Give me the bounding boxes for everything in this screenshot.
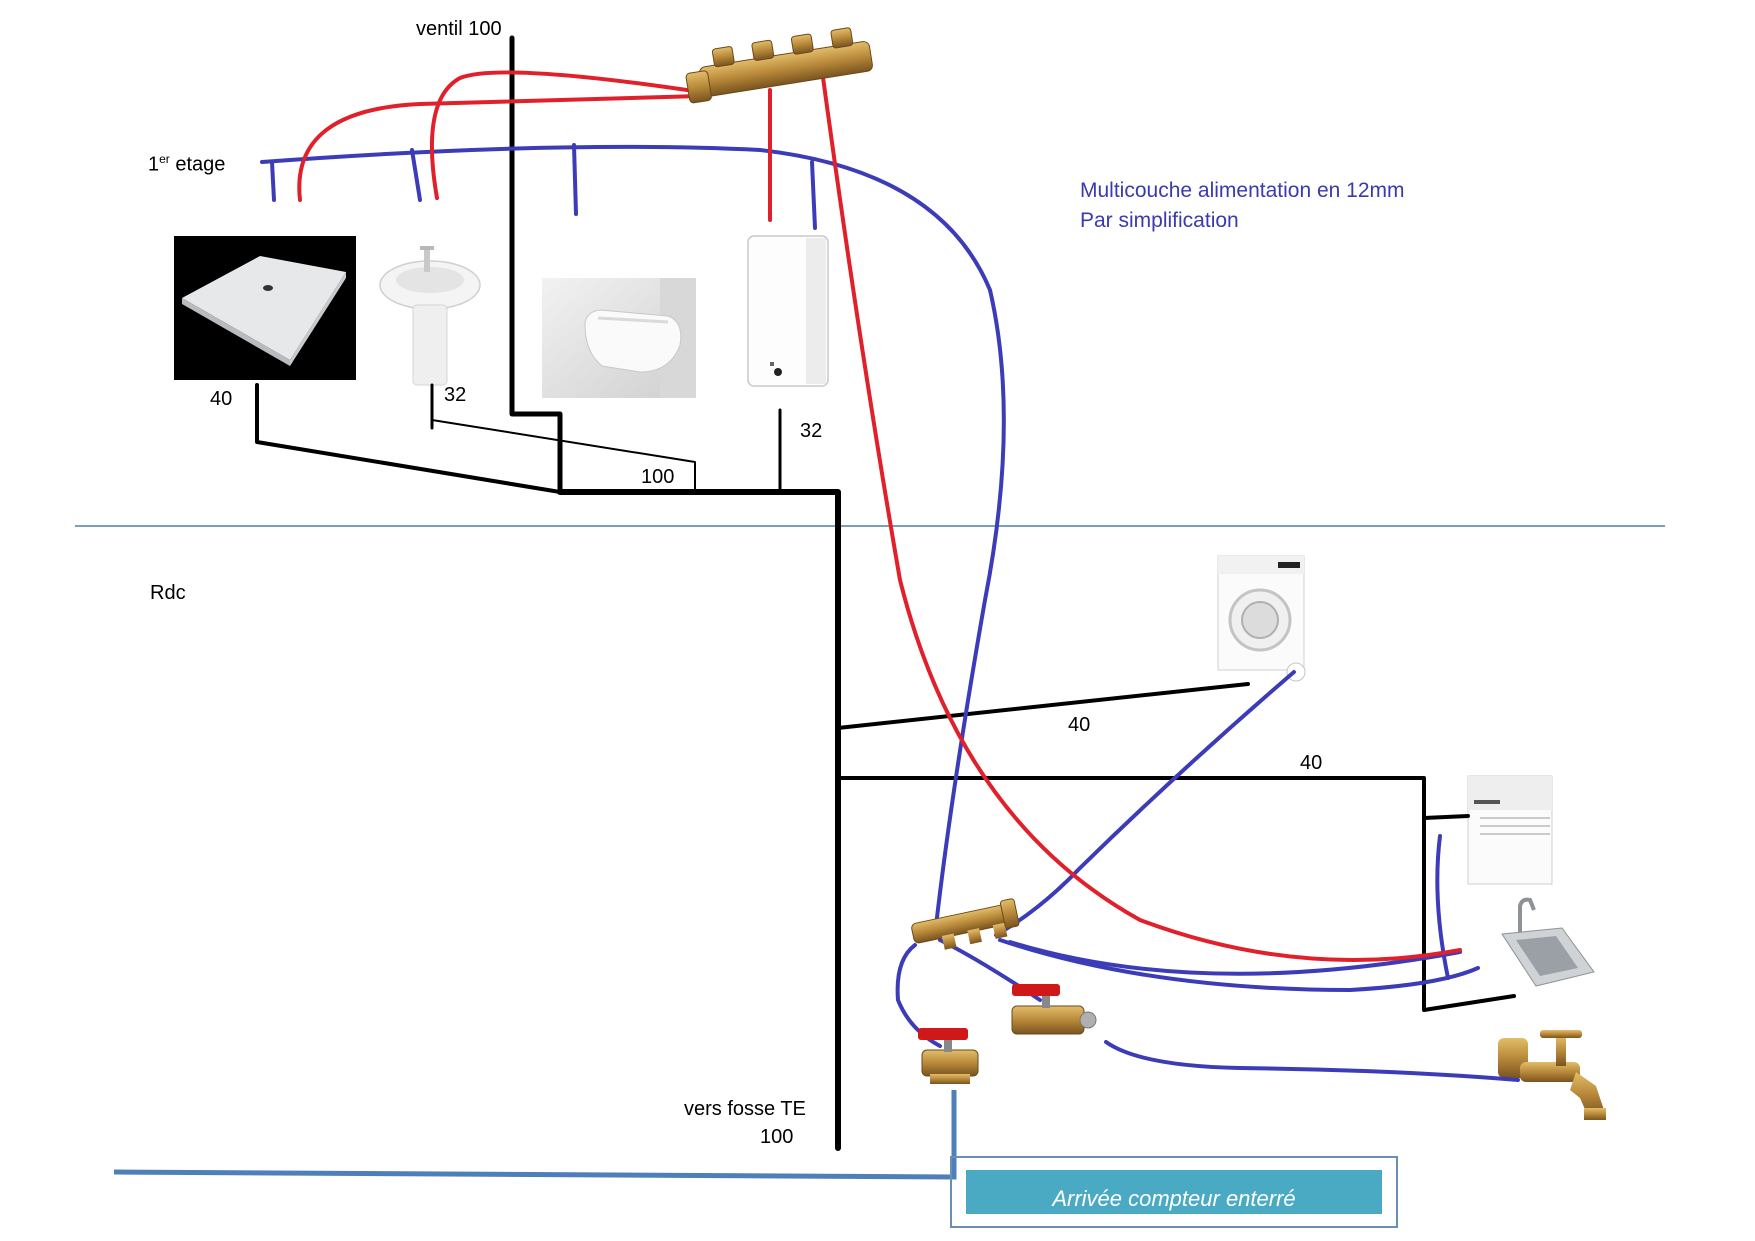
kitchen-drain [836,776,1516,1012]
shower-tray [174,236,356,380]
note-line-2: Par simplification [1080,209,1239,232]
dishwasher [1467,775,1553,885]
meter-box-frame [950,1156,1398,1228]
note-line-1: Multicouche alimentation en 12mm [1080,179,1405,202]
cold-water-network [260,143,1520,1082]
washing-machine [1217,555,1306,682]
main-branch-label: 100 [641,466,675,488]
outdoor-tap [1498,1030,1606,1120]
ground-floor-label: Rdc [150,582,186,604]
supply-line [113,1090,957,1180]
kitchen-sink [1501,897,1595,987]
washer-drain [836,682,1250,730]
upper-floor-sup: er [159,152,170,166]
kitchen-drain-label: 40 [1300,752,1323,774]
outlet-label-line2: 100 [760,1126,794,1148]
upper-floor-number: 1 [148,153,160,176]
ball-valve-2 [1011,984,1097,1035]
hot-water-network [297,68,1462,962]
vent-pipe [509,35,563,495]
shower-drain [255,383,562,494]
manifold-upper [685,27,873,104]
heater-drain-label: 32 [800,420,823,442]
meter-box-label: Arrivée compteur enterré [966,1170,1382,1214]
shower-drain-label: 40 [210,388,233,410]
main-collector [557,489,841,1151]
upper-floor-word: etage [169,153,226,176]
outlet-label-line1: vers fosse TE [684,1098,806,1120]
manifold-lower [911,898,1020,950]
sink-drain-label: 32 [444,384,467,406]
upper-floor-label: 1er etage [148,152,225,177]
vent-label: ventil 100 [416,18,502,40]
drain-network [255,35,1516,1151]
washbasin [379,246,481,386]
wall-toilet [542,278,696,398]
washer-drain-label: 40 [1068,714,1091,736]
water-heater [747,235,829,387]
ball-valve [918,1028,979,1084]
note-text: Multicouche alimentation en 12mm Par sim… [1080,176,1405,236]
